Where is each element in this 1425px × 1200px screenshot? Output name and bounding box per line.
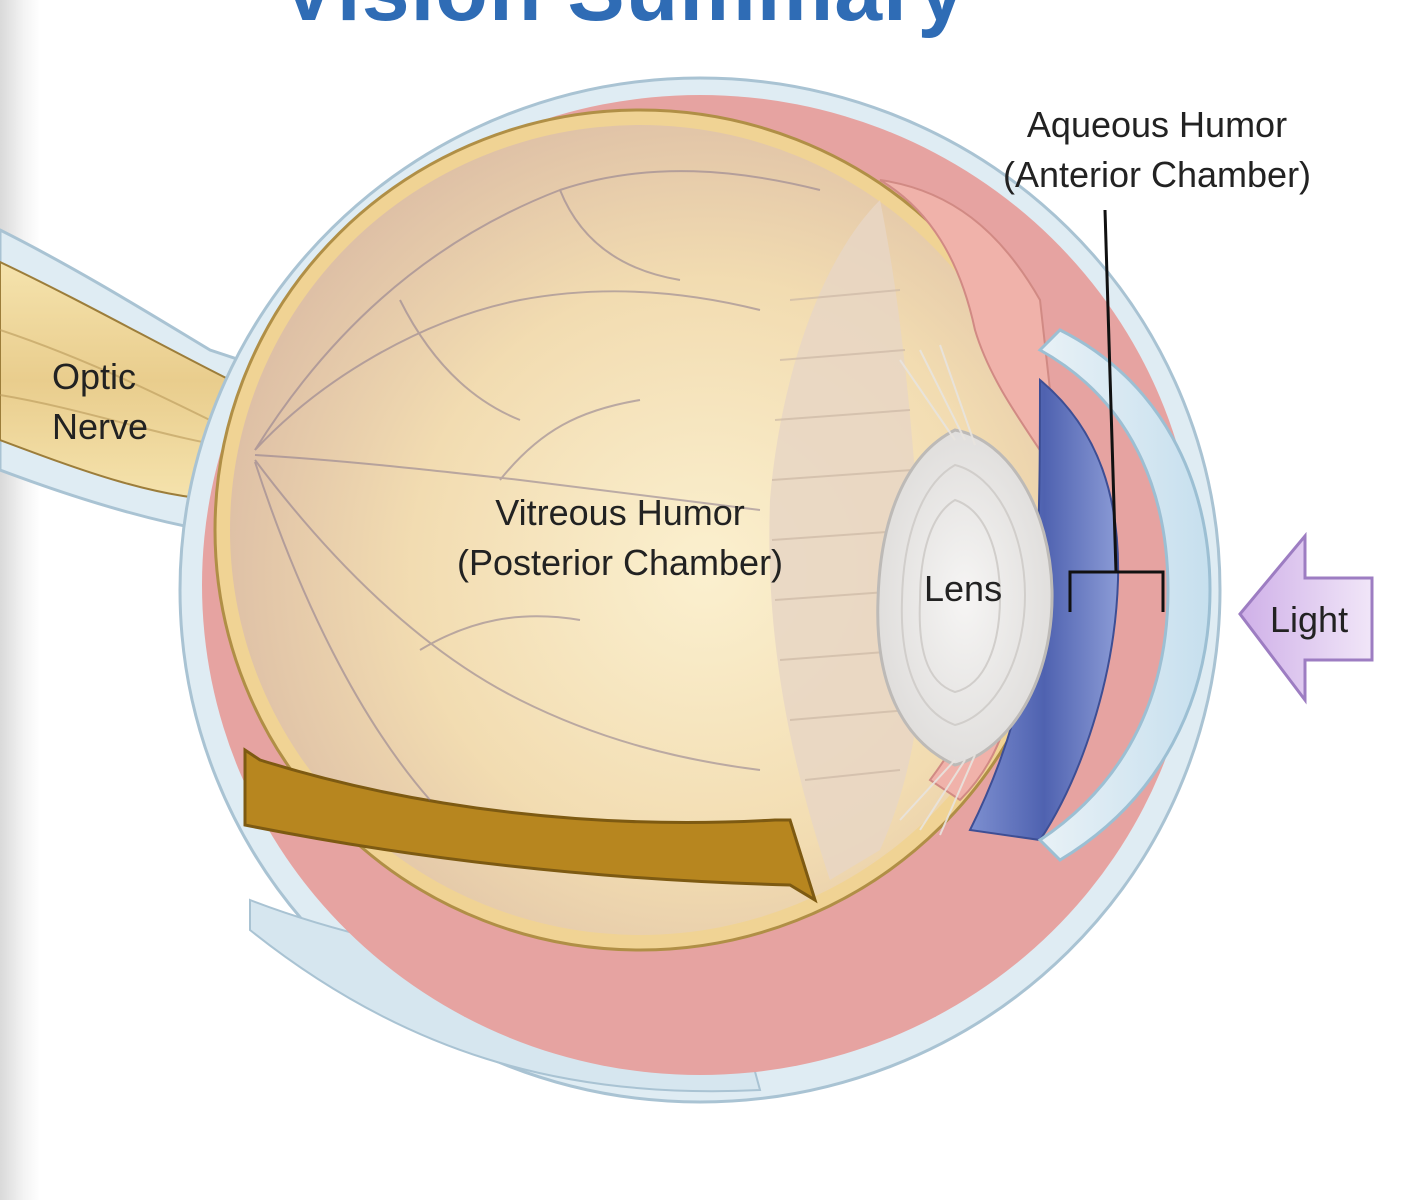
light-arrow <box>1238 531 1374 705</box>
blood-vessels <box>254 170 821 801</box>
aqueous-humor-label: Aqueous Humor (Anterior Chamber) <box>972 100 1342 200</box>
aqueous-pointer <box>1068 209 1165 612</box>
cornea-shape <box>1037 328 1212 862</box>
lens-shape <box>876 428 1054 767</box>
optic-nerve-label-line2: Nerve <box>52 406 149 447</box>
retina-flap <box>243 747 818 904</box>
optic-nerve-label-line1: Optic <box>52 356 137 397</box>
vitreous-humor-label: Vitreous Humor (Posterior Chamber) <box>420 488 820 588</box>
ciliary-region <box>769 200 924 880</box>
aqueous-humor-label-line2: (Anterior Chamber) <box>1002 154 1312 195</box>
lens-label: Lens <box>924 568 1003 609</box>
light-label: Light <box>1270 599 1349 640</box>
vitreous-humor-label-line1: Vitreous Humor <box>495 492 745 533</box>
page-edge-shadow <box>0 0 40 1200</box>
vitreous-humor-label-line2: (Posterior Chamber) <box>456 542 784 583</box>
slide-title: Vision Summary <box>280 0 966 41</box>
aqueous-humor-label-line1: Aqueous Humor <box>1026 104 1288 145</box>
optic-nerve-label: Optic Nerve <box>52 352 148 452</box>
